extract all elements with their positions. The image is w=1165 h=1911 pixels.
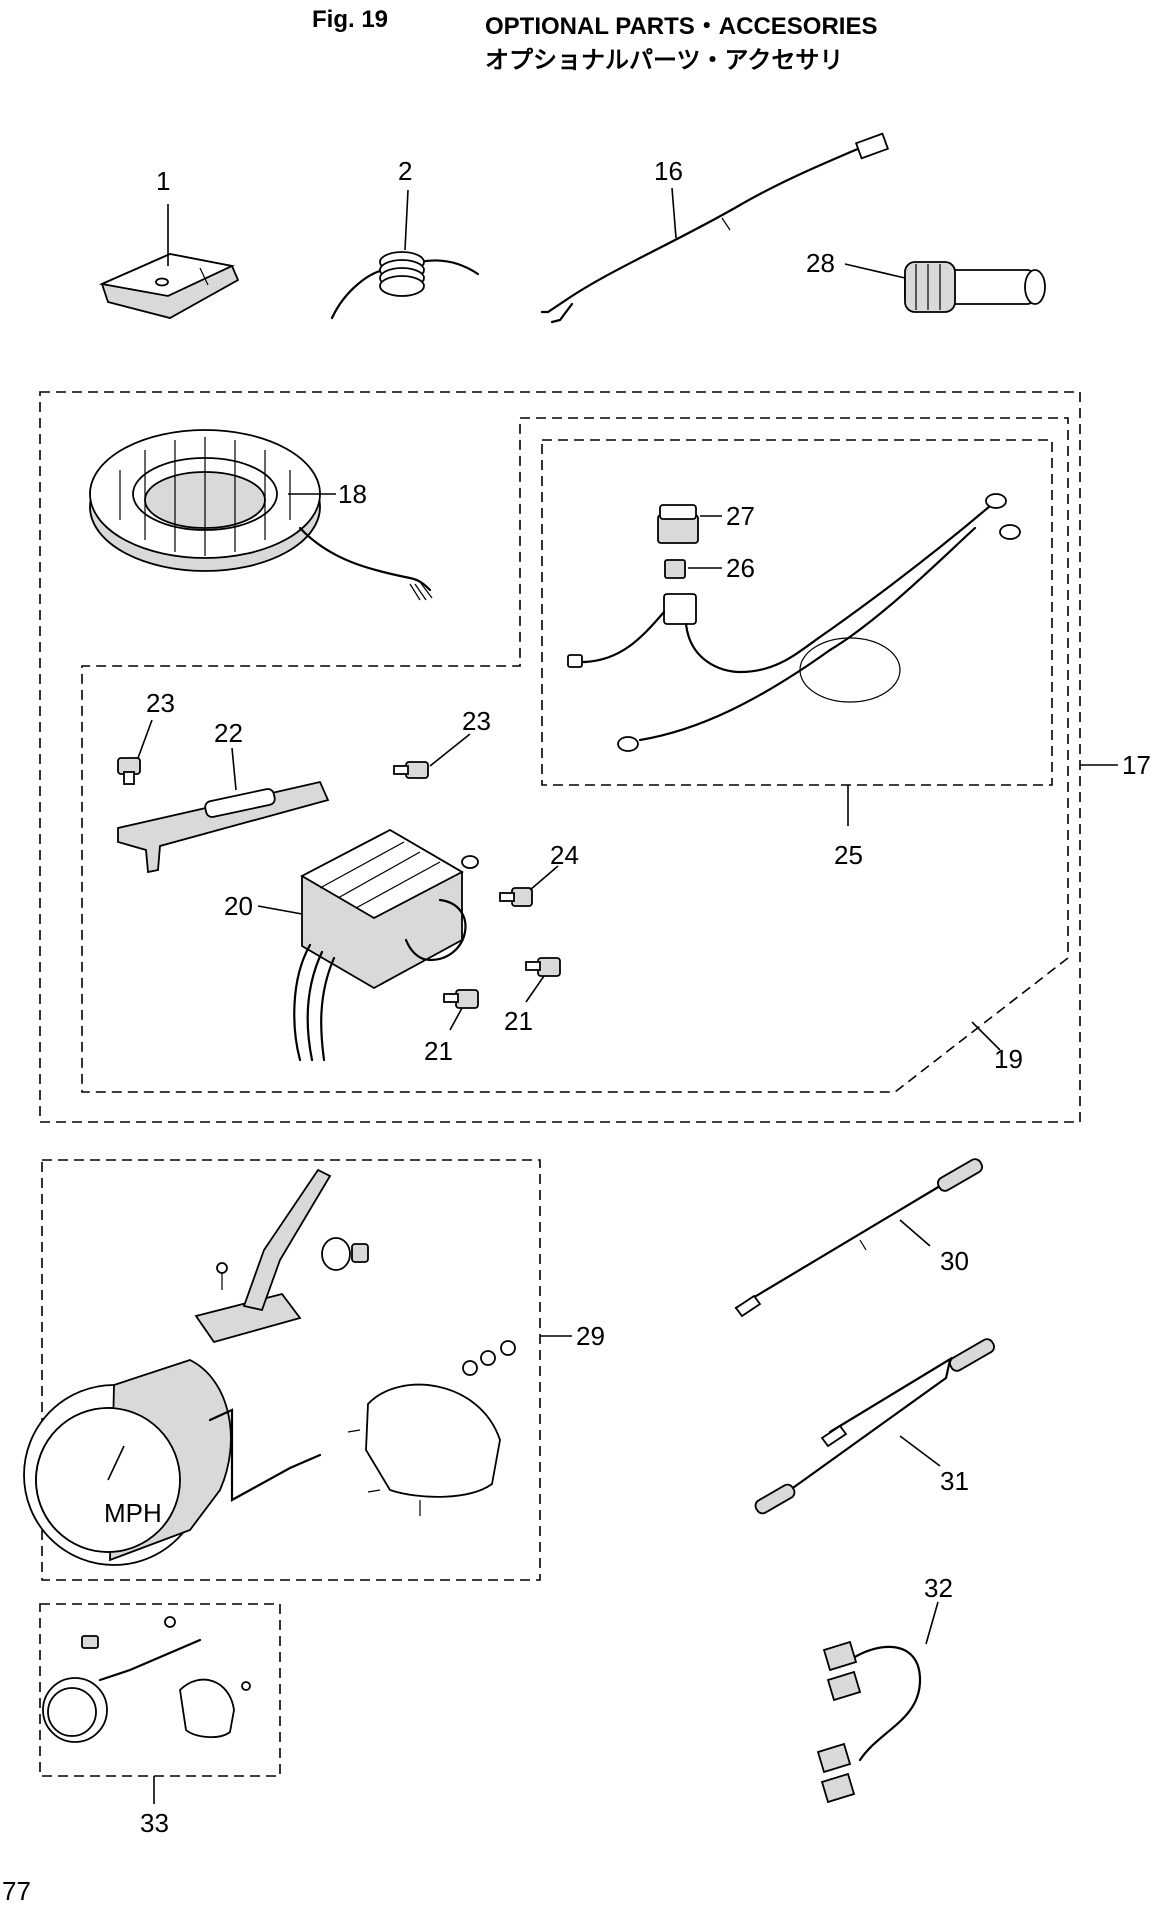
callout-21-right: 21 — [504, 1006, 533, 1036]
part-22-bracket — [117, 780, 330, 874]
part-21-bolt-right — [525, 957, 561, 977]
group-box-19 — [81, 417, 1069, 1093]
part-20-rectifier — [293, 828, 479, 1062]
callout-19: 19 — [994, 1044, 1023, 1074]
part-1-pouch — [98, 253, 240, 319]
group-box-25 — [541, 439, 1053, 786]
callout-2: 2 — [398, 156, 412, 186]
page-number: 77 — [2, 1876, 31, 1906]
part-30-sensor-cable — [734, 1158, 983, 1318]
part-16-cable — [540, 132, 890, 324]
part-21-bolt-left — [443, 989, 479, 1009]
callout-20: 20 — [224, 891, 253, 921]
callout-28: 28 — [806, 248, 835, 278]
group-box-17 — [39, 391, 1081, 1123]
part-27-relay — [657, 504, 699, 544]
part-32-adapter-harness — [816, 1640, 922, 1804]
callout-29: 29 — [576, 1321, 605, 1351]
part-26-fuse — [664, 559, 686, 579]
callout-31: 31 — [940, 1466, 969, 1496]
part-24-bolt — [499, 887, 533, 907]
callout-22: 22 — [214, 718, 243, 748]
part-33-tachometer-kit — [42, 1616, 251, 1743]
callout-25: 25 — [834, 840, 863, 870]
figure-title-japanese: オプショナルパーツ・アクセサリ — [485, 46, 844, 74]
figure-number: Fig. 19 — [312, 6, 389, 33]
callout-18: 18 — [338, 479, 367, 509]
part-29-speedometer-kit: MPH — [23, 1168, 516, 1566]
callout-32: 32 — [924, 1573, 953, 1603]
group-box-29 — [41, 1159, 541, 1581]
figure-title-english: OPTIONAL PARTS・ACCESORIES — [485, 13, 878, 40]
group-box-33 — [39, 1603, 281, 1777]
callout-24: 24 — [550, 840, 579, 870]
callout-30: 30 — [940, 1246, 969, 1276]
callout-1: 1 — [156, 166, 170, 196]
part-28-hose-fitting — [904, 261, 1046, 313]
part-23-bolt-left — [117, 757, 141, 785]
callout-23-right: 23 — [462, 706, 491, 736]
callout-21-left: 21 — [424, 1036, 453, 1066]
callout-27: 27 — [726, 501, 755, 531]
callout-33: 33 — [140, 1808, 169, 1838]
gauge-face-mph-label: MPH — [104, 1498, 162, 1528]
part-31-y-cable — [754, 1338, 995, 1515]
part-18-stator — [89, 429, 433, 601]
callout-23-left: 23 — [146, 688, 175, 718]
part-2-spring — [330, 251, 480, 320]
callout-16: 16 — [654, 156, 683, 186]
callout-17: 17 — [1122, 750, 1151, 780]
part-25-harness — [567, 493, 1021, 752]
callout-26: 26 — [726, 553, 755, 583]
part-23-bolt-right — [393, 761, 429, 779]
